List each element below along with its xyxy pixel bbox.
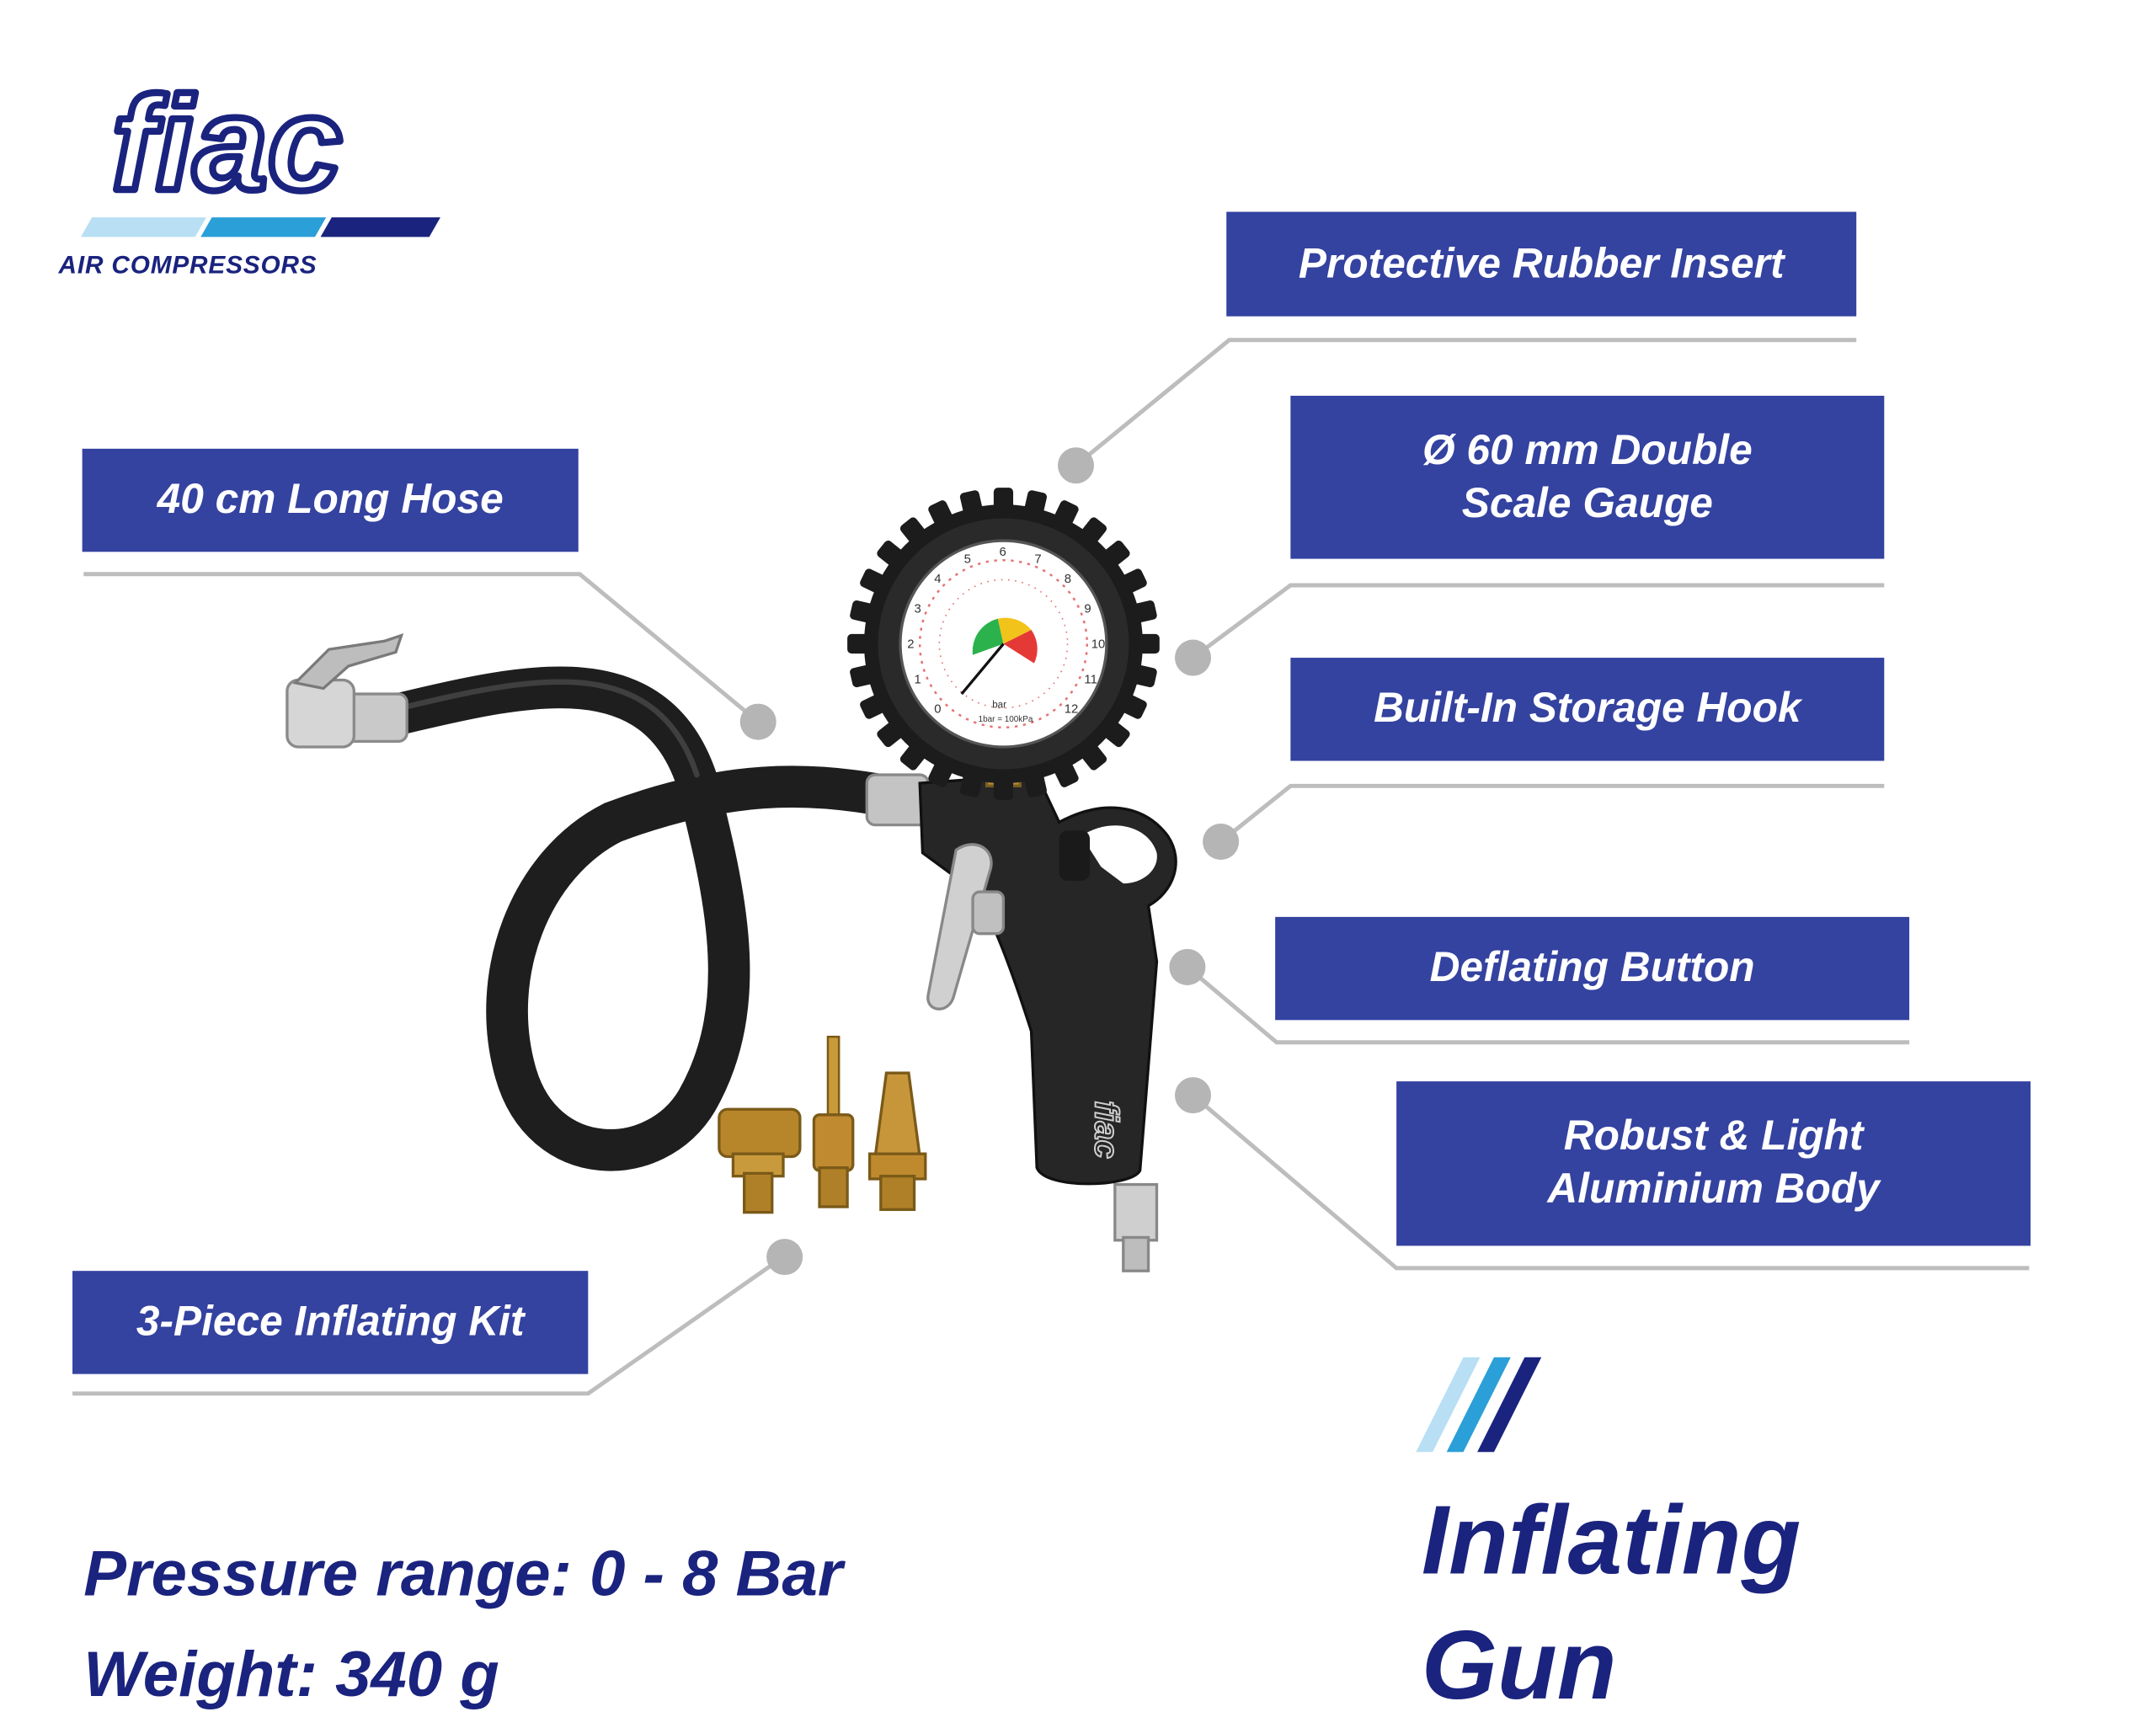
leader-line-body: [1191, 1093, 2030, 1271]
callout-body-line1: Robust & Light: [1563, 1113, 1864, 1160]
kit-cone-nozzle: [867, 1071, 927, 1212]
leader-line-rubber-insert: [1074, 338, 1857, 467]
product-title-line2: Gun: [1421, 1610, 1617, 1720]
leader-line-inflating-kit: [72, 1255, 785, 1396]
quick-coupler: [1113, 1182, 1159, 1242]
brand-stripe-mid: [200, 217, 327, 237]
leader-line-hose: [83, 572, 760, 724]
gauge-scale-label: 3: [915, 603, 921, 616]
gun-body: fiac: [918, 773, 1177, 1272]
dot-hose: [739, 703, 776, 740]
callout-deflating-button: Deflating Button: [1275, 916, 1910, 1021]
gauge-scale-label: 7: [1034, 553, 1041, 567]
body-logo: fiac: [1088, 1101, 1125, 1158]
gauge-scale-label: 12: [1065, 703, 1079, 717]
gauge-conversion: 1bar = 100kPa: [979, 715, 1033, 724]
gauge-scale-label: 8: [1065, 573, 1071, 586]
deflating-button-knob: [1059, 830, 1091, 881]
gauge-scale-label: 2: [907, 637, 914, 651]
dot-inflating-kit: [766, 1239, 803, 1276]
spec-pressure: Pressure range: 0 - 8 Bar: [83, 1537, 843, 1610]
product-title: Inflating Gun: [1422, 1477, 1801, 1728]
brand-stripe-light: [80, 217, 206, 237]
callout-gauge-line1: Ø 60 mm Double: [1422, 427, 1753, 473]
leader-lines: [72, 338, 2030, 1396]
gauge-scale-label: 1: [915, 673, 921, 686]
gauge-scale-label: 6: [999, 546, 1006, 559]
dot-body: [1174, 1077, 1212, 1114]
trigger: [926, 843, 993, 1011]
brand-logo-text: fiac: [111, 78, 342, 218]
gauge-scale-label: 0: [934, 703, 941, 717]
dot-gauge: [1174, 639, 1212, 676]
product-title-line1: Inflating: [1421, 1485, 1801, 1595]
gauge-unit: bar: [992, 701, 1006, 711]
kit-valve-adapter: [718, 1107, 802, 1214]
inflating-kit: [718, 1035, 927, 1214]
gauge-scale-label: 4: [934, 573, 941, 586]
leader-line-deflating-button: [1186, 965, 1910, 1045]
dot-deflating-button: [1169, 948, 1206, 985]
air-chuck: [286, 632, 408, 749]
gauge-scale-label: 11: [1084, 673, 1097, 686]
spec-weight: Weight: 340 g: [83, 1637, 499, 1710]
kit-needle: [812, 1035, 855, 1208]
leader-line-storage-hook: [1219, 783, 1885, 844]
brand-logo: fiac: [80, 78, 440, 237]
gauge-scale-label: 10: [1091, 637, 1106, 651]
callout-inflating-kit: 3-Piece Inflating Kit: [72, 1271, 589, 1374]
callout-gauge-line2: Scale Gauge: [1461, 480, 1713, 526]
leader-line-gauge: [1192, 583, 1885, 660]
callout-rubber-insert: Protective Rubber Insert: [1226, 211, 1857, 317]
callout-gauge: Ø 60 mm Double Scale Gauge: [1290, 395, 1885, 559]
dot-storage-hook: [1203, 823, 1240, 861]
hose: [380, 666, 913, 1171]
gauge-scale-label: 5: [964, 553, 971, 567]
brand-stripe-dark: [320, 217, 440, 237]
dot-rubber-insert: [1057, 447, 1095, 484]
leader-dots: [739, 447, 1240, 1276]
callout-body: Robust & Light Aluminium Body: [1396, 1081, 2031, 1246]
title-accent-slashes: [1416, 1357, 1542, 1453]
callout-body-line2: Aluminium Body: [1547, 1166, 1880, 1213]
gauge-scale-label: 9: [1084, 603, 1091, 616]
brand-subtitle: AIR COMPRESSORS: [58, 250, 318, 279]
callout-storage-hook: Built-In Storage Hook: [1290, 658, 1885, 761]
callout-hose: 40 cm Long Hose: [82, 448, 579, 552]
